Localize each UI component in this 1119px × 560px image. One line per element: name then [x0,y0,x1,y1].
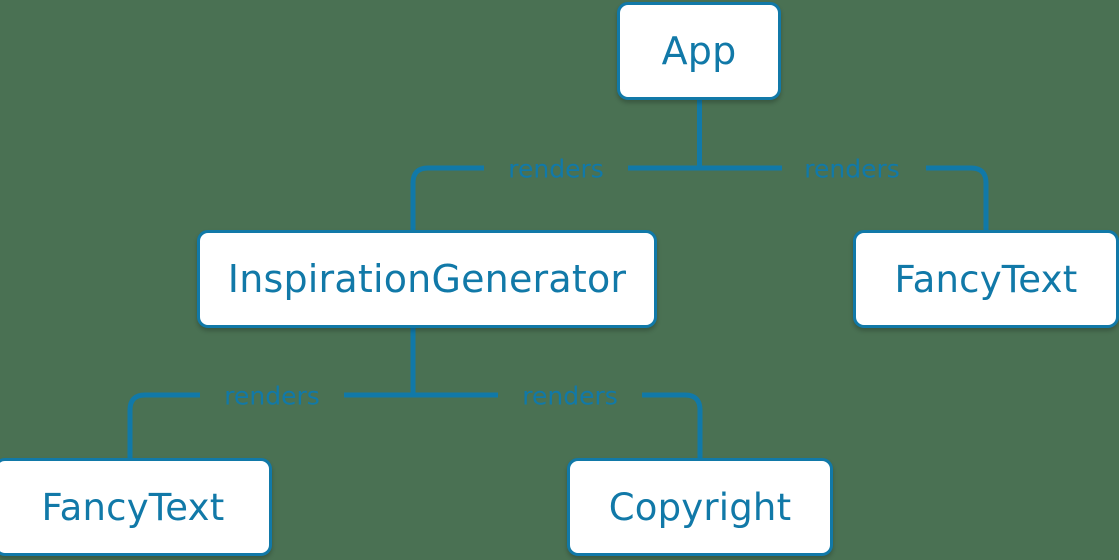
node-copyright-label: Copyright [608,485,792,529]
node-app-label: App [661,29,737,73]
edge-app-to-fancytext-right [699,165,989,230]
edge-inspirationgenerator-to-fancytext-bottom [127,392,413,458]
node-fancytext-bottom[interactable]: FancyText [0,458,272,556]
edge-label-inspirationgenerator-to-fancytext-bottom: renders [224,381,320,411]
node-fancytext-right[interactable]: FancyText [853,230,1119,328]
node-inspirationgenerator[interactable]: InspirationGenerator [197,230,657,328]
edge-label-app-to-inspirationgenerator: renders [508,154,604,184]
edge-label-inspirationgenerator-to-copyright: renders [522,381,618,411]
node-fancytext-right-label: FancyText [894,257,1078,301]
node-app[interactable]: App [617,2,781,100]
node-inspirationgenerator-label: InspirationGenerator [227,257,627,301]
node-copyright[interactable]: Copyright [567,458,833,556]
edge-app-to-inspirationgenerator [410,165,700,230]
node-fancytext-bottom-label: FancyText [41,485,225,529]
edge-inspirationgenerator-to-copyright [413,392,703,458]
edge-label-masks [200,152,926,411]
edge-label-app-to-fancytext-right: renders [804,154,900,184]
